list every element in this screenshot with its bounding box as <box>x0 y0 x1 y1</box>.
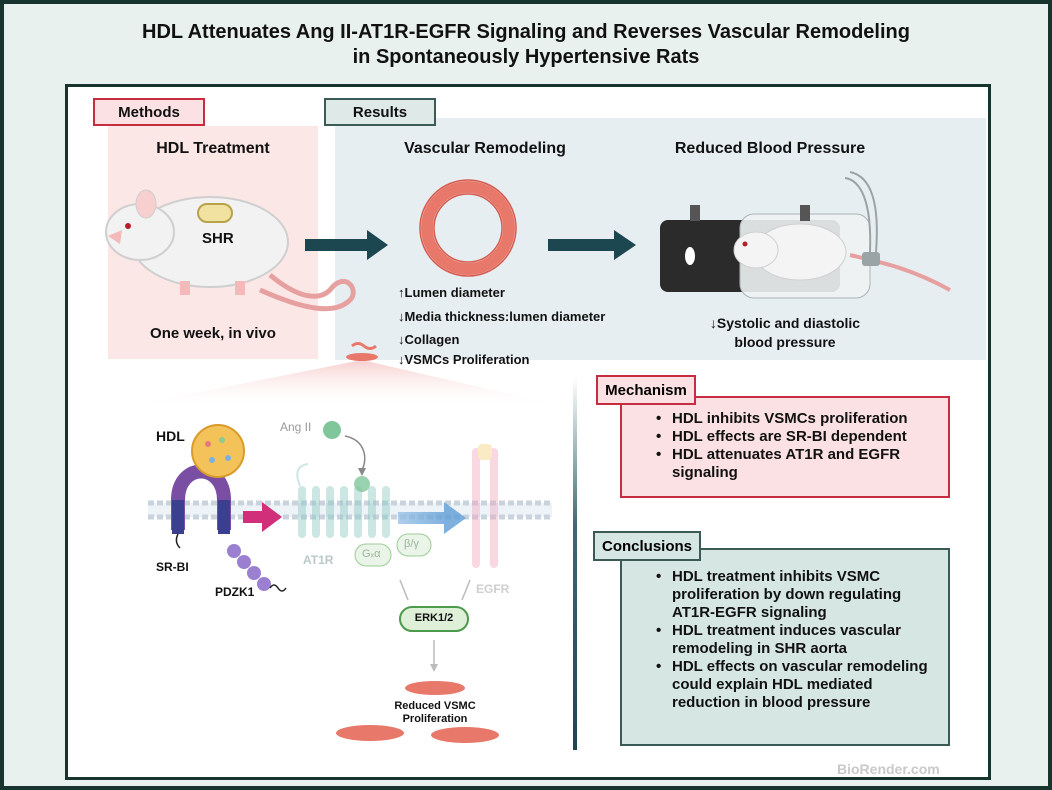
vsmc-cell-icon <box>346 353 378 361</box>
biorender-watermark: BioRender.com <box>837 761 940 777</box>
methods-heading: HDL Treatment <box>156 140 270 157</box>
vessel-ring-icon <box>419 179 517 277</box>
methods-caption: One week, in vivo <box>150 325 276 342</box>
outcome-line-1: Reduced VSMC <box>394 700 476 712</box>
section-divider <box>573 378 577 750</box>
remodeling-item-4: ↓VSMCs Proliferation <box>398 352 530 367</box>
erk-input-arrow-left <box>399 579 409 601</box>
pdzk1-label: PDZK1 <box>215 585 255 599</box>
gq-alpha-shape <box>354 543 392 567</box>
hdl-particle-icon <box>191 424 245 478</box>
erk-node <box>399 606 469 632</box>
pressure-caption-line-1: ↓Systolic and diastolic <box>709 315 861 331</box>
outcome-line-2: Proliferation <box>402 713 468 725</box>
remodeling-item-3: ↓Collagen <box>398 332 460 347</box>
results-header: Results <box>324 98 436 126</box>
vsmc-cell-icon-2 <box>336 725 404 741</box>
pressure-caption-line-2: blood pressure <box>734 334 836 350</box>
binding-arrow <box>344 435 366 471</box>
mechanism-item: HDL effects are SR-BI dependent <box>652 428 942 446</box>
vsmc-small-icon <box>351 342 377 350</box>
implant-capsule-icon <box>197 203 233 223</box>
vsmc-cell-icon-1 <box>405 681 465 695</box>
title-line-2: in Spontaneously Hypertensive Rats <box>352 46 700 68</box>
transactivation-arrow <box>398 502 466 534</box>
egfr-receptor-icon <box>472 444 498 568</box>
sr-bi-label: SR-BI <box>156 560 189 574</box>
pressure-heading: Reduced Blood Pressure <box>674 140 866 157</box>
remodeling-heading: Vascular Remodeling <box>404 140 566 157</box>
conclusion-item: HDL effects on vascular remodeling could… <box>652 658 942 712</box>
mechanism-item: HDL inhibits VSMCs proliferation <box>652 410 942 428</box>
remodeling-item-1: ↑Lumen diameter <box>398 285 505 300</box>
at1r-label: AT1R <box>303 553 334 567</box>
ang-ii-ligand-icon <box>323 421 341 439</box>
mechanism-box: HDL inhibits VSMCs proliferation HDL eff… <box>620 396 950 498</box>
mechanism-list: HDL inhibits VSMCs proliferation HDL eff… <box>652 410 942 482</box>
vsmc-cell-icon-3 <box>431 727 499 743</box>
mechanism-header: Mechanism <box>596 375 696 405</box>
at1r-receptor-icon <box>296 463 390 538</box>
title-line-1: HDL Attenuates Ang II-AT1R-EGFR Signalin… <box>142 21 910 43</box>
mechanism-item: HDL attenuates AT1R and EGFR signaling <box>652 446 942 482</box>
zoom-cone <box>120 360 570 408</box>
implant-label: SHR <box>202 230 234 247</box>
conclusions-list: HDL treatment inhibits VSMC proliferatio… <box>652 568 942 712</box>
erk-label: ERK1/2 <box>414 612 454 624</box>
conclusions-header: Conclusions <box>593 531 701 561</box>
conclusion-item: HDL treatment induces vascular remodelin… <box>652 622 942 658</box>
flow-arrow-1 <box>305 230 388 260</box>
beta-gamma-label: β/γ <box>404 538 419 550</box>
remodeling-item-2: ↓Media thickness:lumen diameter <box>398 309 606 324</box>
figure-title: HDL Attenuates Ang II-AT1R-EGFR Signalin… <box>0 20 1052 70</box>
bound-ang-ii-icon <box>354 476 370 492</box>
methods-header: Methods <box>93 98 205 126</box>
conclusion-item: HDL treatment inhibits VSMC proliferatio… <box>652 568 942 622</box>
pdzk1-icon <box>227 544 287 592</box>
tail-cuff-restrainer-icon <box>660 171 951 299</box>
flow-arrow-2 <box>548 230 636 260</box>
activation-arrow <box>243 502 282 532</box>
hdl-label: HDL <box>156 428 185 444</box>
egfr-label: EGFR <box>476 582 510 596</box>
rat-icon <box>105 189 356 312</box>
ang-ii-label: Ang II <box>280 420 312 434</box>
beta-gamma-shape <box>396 533 432 557</box>
gq-alpha-label: Gₓα <box>362 548 381 560</box>
conclusions-box: HDL treatment inhibits VSMC proliferatio… <box>620 548 950 746</box>
erk-input-arrow-right <box>461 579 471 601</box>
